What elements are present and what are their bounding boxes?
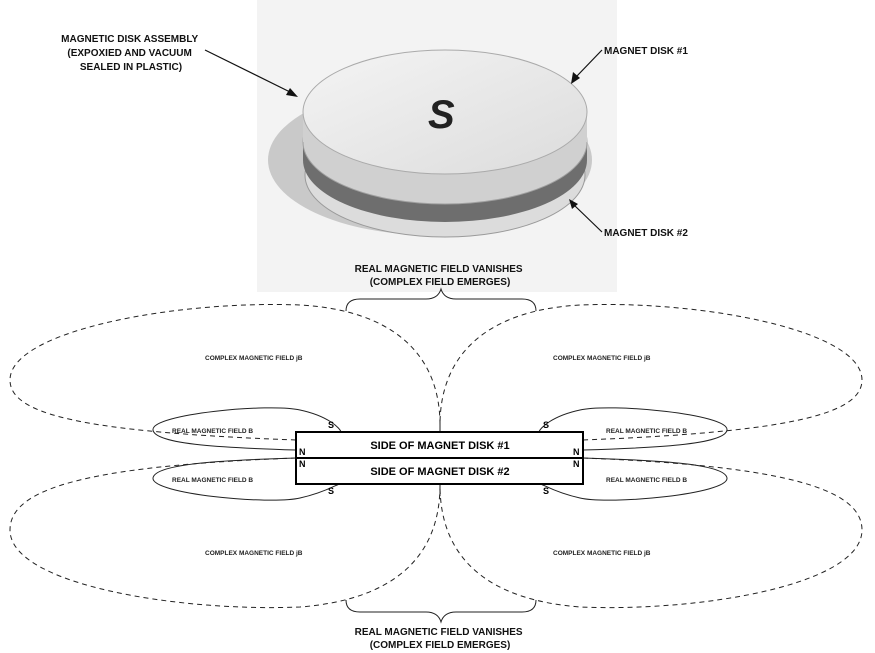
real-label-bottom-left: REAL MAGNETIC FIELD B bbox=[172, 477, 253, 484]
vanish-label-bottom: REAL MAGNETIC FIELD VANISHES (COMPLEX FI… bbox=[355, 627, 526, 651]
real-lobe-bottom-right bbox=[538, 457, 728, 501]
pole-s-right-bottom: S bbox=[543, 486, 549, 496]
vanish-bottom-line1: REAL MAGNETIC FIELD VANISHES bbox=[355, 627, 523, 638]
assembly-label-line1: MAGNETIC DISK ASSEMBLY bbox=[61, 34, 198, 45]
real-lobe-top-left bbox=[152, 407, 342, 451]
complex-label-bottom-left: COMPLEX MAGNETIC FIELD jB bbox=[205, 550, 303, 557]
assembly-leader bbox=[204, 49, 291, 93]
disk1-label: MAGNET DISK #1 bbox=[604, 46, 688, 57]
real-label-top-left: REAL MAGNETIC FIELD B bbox=[172, 428, 253, 435]
disk-assembly-rendering: S bbox=[257, 0, 617, 292]
pole-n-left-top: N bbox=[299, 447, 306, 457]
real-label-bottom-right: REAL MAGNETIC FIELD B bbox=[606, 477, 687, 484]
disk2-label: MAGNET DISK #2 bbox=[604, 228, 688, 239]
complex-label-top-left: COMPLEX MAGNETIC FIELD jB bbox=[205, 355, 303, 362]
assembly-label-line2: (EXPOXIED AND VACUUM bbox=[67, 48, 191, 59]
south-pole-mark: S bbox=[428, 93, 455, 137]
complex-lobe-top-left bbox=[9, 303, 441, 441]
complex-lobe-top-right bbox=[439, 303, 863, 441]
side-disk1-label: SIDE OF MAGNET DISK #1 bbox=[370, 440, 509, 452]
brace-bottom bbox=[345, 599, 537, 624]
assembly-label-line3: SEALED IN PLASTIC) bbox=[80, 62, 182, 73]
brace-top bbox=[345, 287, 537, 312]
magnet-disk-1-top bbox=[302, 49, 588, 175]
disk1-arrowhead bbox=[571, 72, 580, 84]
pole-s-right-top: S bbox=[543, 420, 549, 430]
vanish-bottom-line2: (COMPLEX FIELD EMERGES) bbox=[370, 640, 511, 651]
vanish-label-top: REAL MAGNETIC FIELD VANISHES (COMPLEX FI… bbox=[355, 264, 526, 288]
real-lobe-bottom-left bbox=[152, 457, 342, 501]
side-disk2-label: SIDE OF MAGNET DISK #2 bbox=[370, 466, 509, 478]
pole-n-left-bottom: N bbox=[299, 459, 306, 469]
assembly-label: MAGNETIC DISK ASSEMBLY (EXPOXIED AND VAC… bbox=[61, 34, 201, 73]
real-label-top-right: REAL MAGNETIC FIELD B bbox=[606, 428, 687, 435]
pole-n-right-top: N bbox=[573, 447, 580, 457]
complex-label-bottom-right: COMPLEX MAGNETIC FIELD jB bbox=[553, 550, 651, 557]
pole-n-right-bottom: N bbox=[573, 459, 580, 469]
disk1-leader bbox=[575, 49, 603, 78]
disk2-leader bbox=[573, 204, 603, 233]
pole-s-left-bottom: S bbox=[328, 486, 334, 496]
real-lobe-top-right bbox=[538, 407, 728, 451]
pole-s-left-top: S bbox=[328, 420, 334, 430]
vanish-top-line1: REAL MAGNETIC FIELD VANISHES bbox=[355, 264, 523, 275]
complex-lobe-bottom-left bbox=[9, 457, 441, 609]
vanish-top-line2: (COMPLEX FIELD EMERGES) bbox=[370, 277, 511, 288]
assembly-arrowhead bbox=[286, 88, 298, 97]
complex-lobe-bottom-right bbox=[439, 457, 863, 609]
complex-label-top-right: COMPLEX MAGNETIC FIELD jB bbox=[553, 355, 651, 362]
disk2-arrowhead bbox=[569, 199, 578, 209]
